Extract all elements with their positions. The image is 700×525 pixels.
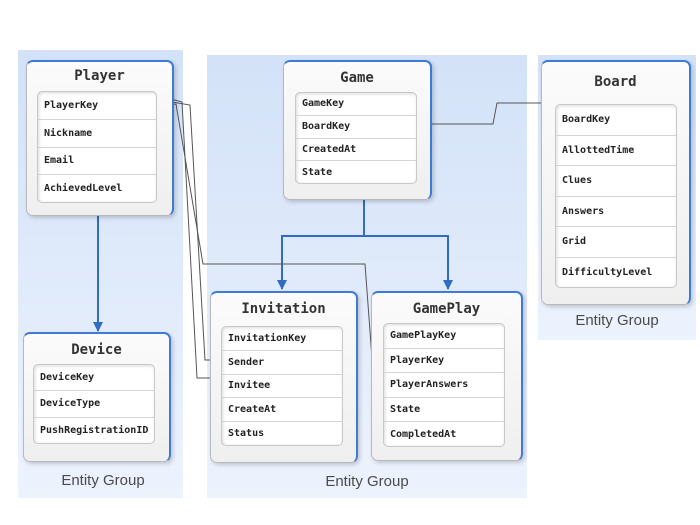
field-invitationkey: InvitationKey — [228, 332, 307, 344]
field-gamekey: GameKey — [302, 98, 345, 110]
group-label-board: Entity Group — [575, 312, 659, 329]
field-state: State — [296, 160, 416, 183]
field-pushregistrationid: PushRegistrationID — [34, 416, 154, 443]
field-playerkey: PlayerKey — [44, 99, 99, 111]
entity-fields: GamePlayKey PlayerKey PlayerAnswers Stat… — [383, 323, 505, 447]
field-achievedlevel: AchievedLevel — [38, 174, 156, 202]
entity-fields: GameKey BoardKey CreatedAt State — [295, 92, 417, 184]
entity-device: Device DeviceKey DeviceType PushRegistra… — [23, 332, 171, 462]
field-grid: Grid — [556, 226, 676, 257]
entity-title: Device — [71, 342, 122, 358]
entity-invitation: Invitation InvitationKey Sender Invitee … — [210, 291, 358, 463]
entity-fields: BoardKey AllottedTime Clues Answers Grid… — [555, 104, 677, 288]
field-boardkey: BoardKey — [562, 114, 611, 126]
field-difficultylevel: DifficultyLevel — [556, 256, 676, 288]
field-status: Status — [222, 421, 342, 445]
game-invitation-link — [277, 198, 365, 290]
field-playerkey: PlayerKey — [384, 347, 504, 373]
field-clues: Clues — [556, 165, 676, 196]
field-createat: CreateAt — [222, 397, 342, 421]
field-devicetype: DeviceType — [34, 390, 154, 416]
field-boardkey: BoardKey — [296, 114, 416, 138]
entity-gameplay: GamePlay GamePlayKey PlayerKey PlayerAns… — [371, 291, 523, 461]
entity-title: Invitation — [241, 301, 326, 317]
entity-fields: InvitationKey Sender Invitee CreateAt St… — [221, 326, 343, 446]
field-playeranswers: PlayerAnswers — [384, 372, 504, 397]
field-completedat: CompletedAt — [384, 421, 504, 446]
field-state: State — [384, 396, 504, 422]
group-label-player-device: Entity Group — [61, 472, 145, 489]
field-nickname: Nickname — [38, 118, 156, 147]
field-email: Email — [38, 146, 156, 175]
field-sender: Sender — [222, 349, 342, 374]
field-gameplaykey: GamePlayKey — [390, 330, 457, 342]
group-label-game: Entity Group — [325, 473, 409, 490]
field-devicekey: DeviceKey — [40, 372, 95, 384]
entity-title: GamePlay — [412, 301, 481, 317]
field-allottedtime: AllottedTime — [556, 134, 676, 166]
entity-title: Board — [594, 74, 637, 90]
game-board-link — [416, 103, 554, 125]
entity-game: Game GameKey BoardKey CreatedAt State — [283, 60, 432, 200]
entity-fields: DeviceKey DeviceType PushRegistrationID — [33, 364, 155, 444]
field-invitee: Invitee — [222, 373, 342, 398]
entity-board: Board BoardKey AllottedTime Clues Answer… — [541, 60, 691, 305]
entity-title: Game — [340, 70, 374, 86]
entity-title: Player — [74, 68, 125, 84]
field-answers: Answers — [556, 195, 676, 227]
entity-player: Player PlayerKey Nickname Email Achieved… — [26, 60, 174, 216]
entity-fields: PlayerKey Nickname Email AchievedLevel — [37, 91, 157, 203]
field-createdat: CreatedAt — [296, 137, 416, 161]
game-gameplay-link — [364, 235, 453, 290]
